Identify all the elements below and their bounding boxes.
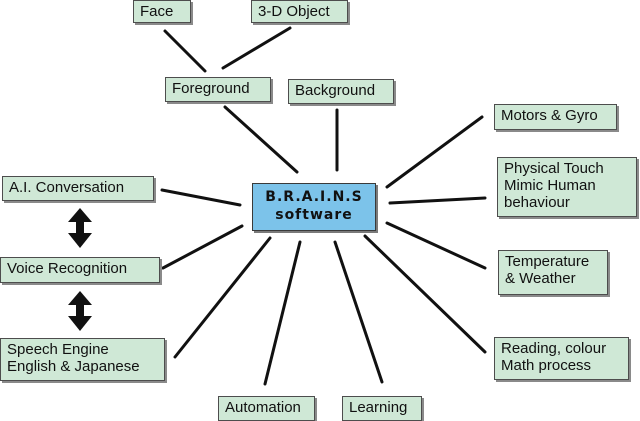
connector-3d-object-foreground: [221, 26, 292, 70]
connector-conversation-center: [160, 188, 242, 207]
connector-automation-center: [263, 240, 302, 386]
node-voice-recognition: Voice Recognition: [0, 257, 160, 283]
connector-speech-center: [173, 236, 272, 359]
connector-touch-center: [388, 196, 487, 205]
node-learning: Learning: [342, 396, 422, 421]
connector-face-foreground: [163, 29, 207, 73]
node-ai-conversation: A.I. Conversation: [2, 176, 154, 201]
double-arrow-icon-upper: [68, 208, 92, 248]
connector-learning-center: [333, 240, 384, 384]
double-arrow-icon-lower: [68, 291, 92, 331]
connector-temperature-center: [385, 221, 487, 270]
node-foreground: Foreground: [165, 77, 271, 102]
connector-reading-center: [363, 234, 487, 354]
connector-voice-center: [161, 224, 244, 270]
node-speech-engine: Speech Engine English & Japanese: [0, 338, 165, 381]
connector-motors-center: [385, 115, 484, 189]
node-reading-colour-math: Reading, colour Math process: [494, 337, 629, 380]
node-motors-gyro: Motors & Gyro: [494, 104, 617, 130]
node-background: Background: [288, 79, 394, 104]
node-3d-object: 3-D Object: [251, 0, 348, 23]
node-face: Face: [133, 0, 191, 23]
node-physical-touch: Physical Touch Mimic Human behaviour: [497, 157, 637, 217]
node-temperature-weather: Temperature & Weather: [498, 250, 608, 295]
node-automation: Automation: [218, 396, 315, 421]
connector-foreground-center: [223, 105, 299, 174]
brains-software-center-node: B.R.A.I.N.S software: [252, 183, 376, 231]
